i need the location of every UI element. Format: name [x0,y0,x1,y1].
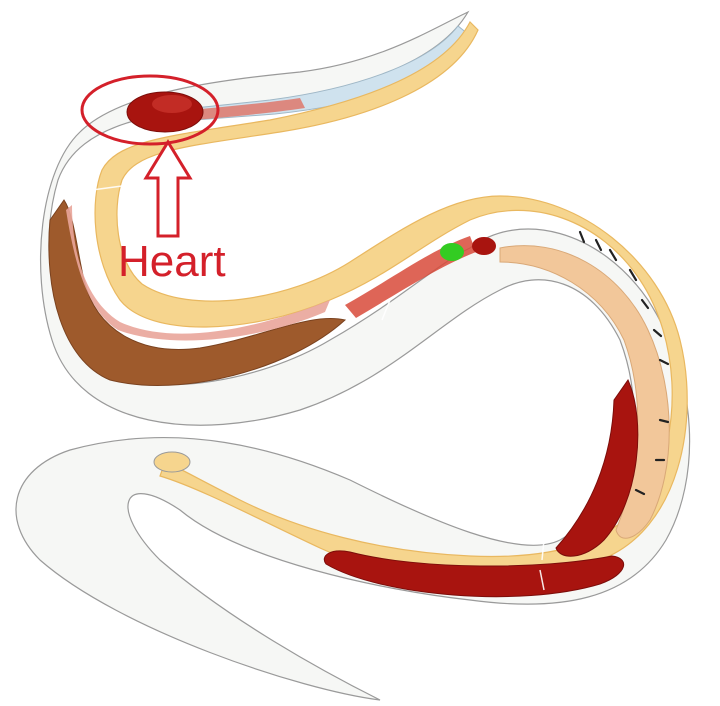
kidney-right [555,378,639,557]
rib-marks [578,230,670,496]
heart-highlight [152,95,192,113]
cloaca [153,451,191,473]
lung [499,245,670,539]
heart-highlight-ellipse [80,74,220,146]
gallbladder [440,243,464,261]
kidney-lower [323,550,624,598]
heart-label: Heart [118,237,226,286]
blood-vessel-neck [170,98,305,122]
spleen [472,237,496,255]
snake-body-outline [15,10,691,701]
up-arrow-icon [143,139,193,238]
